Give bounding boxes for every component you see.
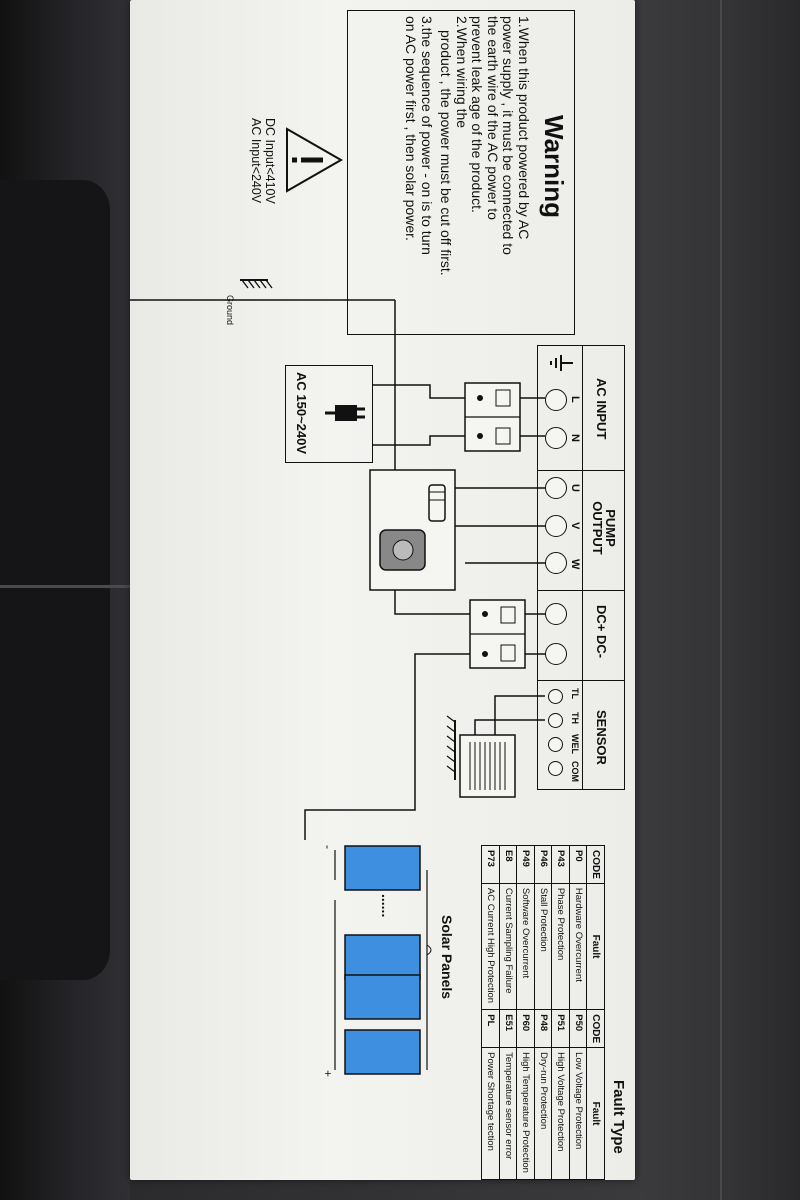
col-fault: Fault [587,1047,605,1180]
fault-desc-cell: AC Current High Protection [482,883,500,1010]
frame-seam [0,585,130,588]
solar-panel-icon [344,934,421,980]
table-header-row: CODE Fault CODE Fault [587,845,605,1180]
frame-edge-highlight [720,0,722,1200]
warning-triangle-icon [286,127,344,193]
fault-code-cell: P49 [517,845,535,884]
solar-panel-icon [344,1029,421,1075]
fault-code-cell: P48 [534,1009,552,1048]
col-code: CODE [587,845,605,884]
solar-panel-icon [344,845,421,891]
solar-panel-array-icon [334,845,432,1075]
fault-desc-cell: Hardware Overcurrent [569,883,587,1010]
fault-desc-cell: High Temperature Protection [517,1047,535,1180]
fault-code-cell: E8 [499,845,517,884]
fault-desc-cell: Stall Protection [534,883,552,1010]
fault-code-cell: P50 [569,1009,587,1048]
fault-desc-cell: High Voltage Protection [552,1047,570,1180]
ac-plug-icon [325,405,365,421]
dc-breaker-icon [469,599,526,669]
fault-code-cell: P46 [534,845,552,884]
fault-desc-cell: Temperature sensor error [499,1047,517,1180]
fault-code-cell: PL [482,1009,500,1048]
fault-code-cell: E51 [499,1009,517,1048]
wiring-diagram [130,299,545,1075]
fault-desc-cell: Low Voltage Protection [569,1047,587,1180]
solar-minus: - [321,845,335,849]
solar-panels-title: Solar Panels [439,915,455,1000]
ground-symbol-icon [240,279,273,289]
fault-code-cell: P60 [517,1009,535,1048]
earth-terminal-icon [550,355,573,371]
col-code: CODE [587,1009,605,1048]
fault-desc-cell: Software Overcurrent [517,883,535,1010]
watermark [250,590,295,598]
fault-desc-cell: Current Sampling Failure [499,883,517,1010]
col-fault: Fault [587,883,605,1010]
water-tank-icon [446,715,516,798]
fault-desc-cell: Dry-run Protection [534,1047,552,1180]
inverter-warning-label: Warning 1.When this product powered by A… [130,0,635,1180]
ac-breaker-icon [464,382,521,452]
solar-panel-icon [344,974,421,1020]
pump-icon [369,469,456,591]
fault-desc-cell: Phase Protection [552,883,570,1010]
fault-code-cell: P73 [482,845,500,884]
fault-type-title: Fault Type [610,1080,627,1154]
solar-dots: ...... [379,894,395,918]
fault-code-cell: P0 [569,845,587,884]
fault-code-cell: P43 [552,845,570,884]
solar-plus: + [321,1070,335,1078]
solar-cell-edge [0,180,113,980]
fault-code-cell: P51 [552,1009,570,1048]
fault-desc-cell: Power Shortage tection [482,1047,500,1180]
